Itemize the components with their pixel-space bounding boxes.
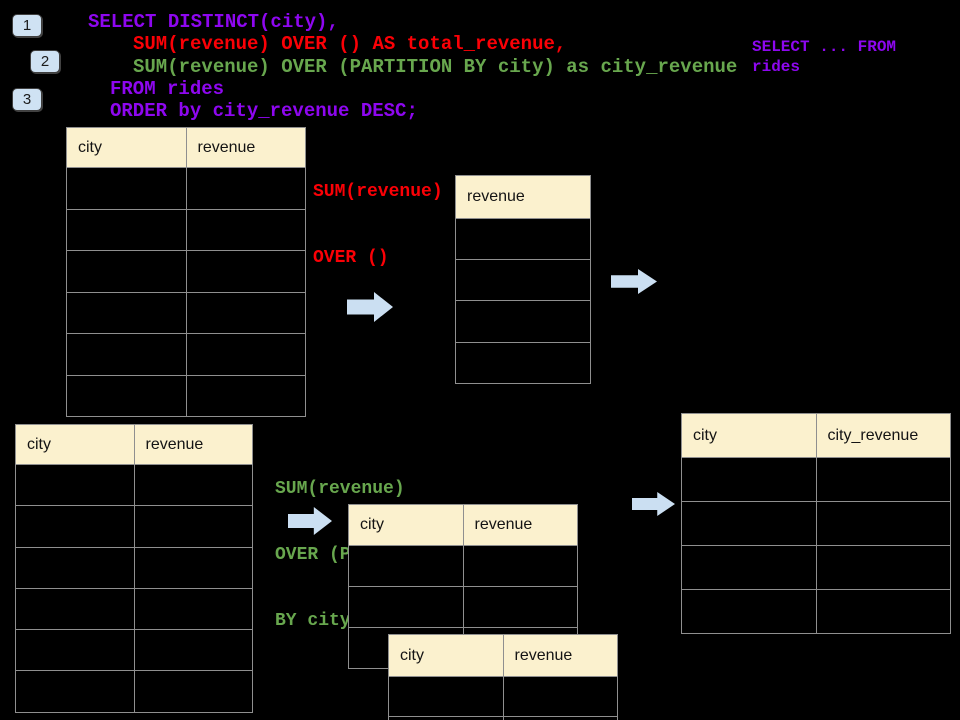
- empty-cell: [816, 502, 951, 546]
- empty-cell: [682, 502, 817, 546]
- empty-cell: [134, 630, 253, 672]
- column-header: revenue: [463, 505, 578, 546]
- column-header: revenue: [186, 128, 306, 168]
- empty-cell: [503, 677, 618, 717]
- empty-cell: [67, 334, 187, 376]
- empty-cell: [816, 546, 951, 590]
- empty-cell: [67, 292, 187, 334]
- empty-cell: [134, 671, 253, 713]
- column-header: revenue: [456, 176, 591, 219]
- annotation-line: SUM(revenue): [275, 479, 405, 499]
- empty-cell: [682, 458, 817, 502]
- column-header: revenue: [134, 425, 253, 465]
- empty-cell: [16, 671, 135, 713]
- empty-cell: [186, 292, 306, 334]
- column-header: city: [389, 635, 504, 677]
- empty-cell: [134, 506, 253, 548]
- arrow-right-icon: [347, 292, 393, 322]
- empty-cell: [134, 465, 253, 507]
- column-header: city: [682, 414, 817, 458]
- empty-cell: [16, 547, 135, 589]
- annotation-line: SUM(revenue): [313, 182, 443, 202]
- empty-cell: [349, 546, 464, 587]
- empty-cell: [816, 590, 951, 634]
- table-total-revenue: revenue: [455, 175, 591, 384]
- empty-cell: [463, 587, 578, 628]
- sql-line-select: SELECT DISTINCT(city),: [88, 11, 339, 33]
- empty-cell: [503, 717, 618, 720]
- empty-cell: [682, 590, 817, 634]
- empty-cell: [389, 677, 504, 717]
- sql-line-order: ORDER by city_revenue DESC;: [110, 100, 418, 122]
- sql-line-total: SUM(revenue) OVER () AS total_revenue,: [133, 33, 567, 55]
- arrow-right-icon: [611, 269, 657, 294]
- empty-cell: [456, 219, 591, 261]
- column-header: city_revenue: [816, 414, 951, 458]
- empty-cell: [349, 587, 464, 628]
- empty-cell: [134, 547, 253, 589]
- step-badge-1: 1: [12, 14, 42, 37]
- empty-cell: [16, 588, 135, 631]
- empty-cell: [682, 546, 817, 590]
- empty-cell: [16, 630, 135, 672]
- step-badge-2: 2: [30, 50, 60, 73]
- empty-cell: [67, 168, 187, 210]
- empty-cell: [456, 342, 591, 384]
- annotation-sum-over-all: SUM(revenue) OVER (): [313, 137, 443, 313]
- annotation-line: OVER (): [313, 248, 389, 268]
- column-header: revenue: [503, 635, 618, 677]
- empty-cell: [16, 506, 135, 548]
- empty-cell: [67, 375, 187, 417]
- side-note-line2: rides: [752, 58, 801, 76]
- empty-cell: [456, 301, 591, 343]
- step-badge-3: 3: [12, 88, 42, 111]
- empty-cell: [186, 209, 306, 251]
- arrow-right-icon: [288, 507, 332, 535]
- empty-cell: [816, 458, 951, 502]
- empty-cell: [67, 209, 187, 251]
- annotation-line: BY city): [275, 611, 362, 631]
- empty-cell: [186, 251, 306, 293]
- sql-line-partition: SUM(revenue) OVER (PARTITION BY city) as…: [133, 56, 738, 78]
- side-note-line1: SELECT ... FROM: [752, 38, 897, 56]
- empty-cell: [16, 465, 135, 507]
- column-header: city: [349, 505, 464, 546]
- empty-cell: [67, 251, 187, 293]
- side-note-select-from-rides: SELECT ... FROM rides: [752, 37, 896, 77]
- empty-cell: [134, 588, 253, 631]
- empty-cell: [186, 334, 306, 376]
- empty-cell: [463, 546, 578, 587]
- sql-line-from: FROM rides: [110, 78, 225, 100]
- column-header: city: [16, 425, 135, 465]
- column-header: city: [67, 128, 187, 168]
- empty-cell: [456, 260, 591, 302]
- empty-cell: [186, 375, 306, 417]
- empty-cell: [389, 717, 504, 720]
- empty-cell: [186, 168, 306, 210]
- arrow-right-icon: [632, 492, 675, 516]
